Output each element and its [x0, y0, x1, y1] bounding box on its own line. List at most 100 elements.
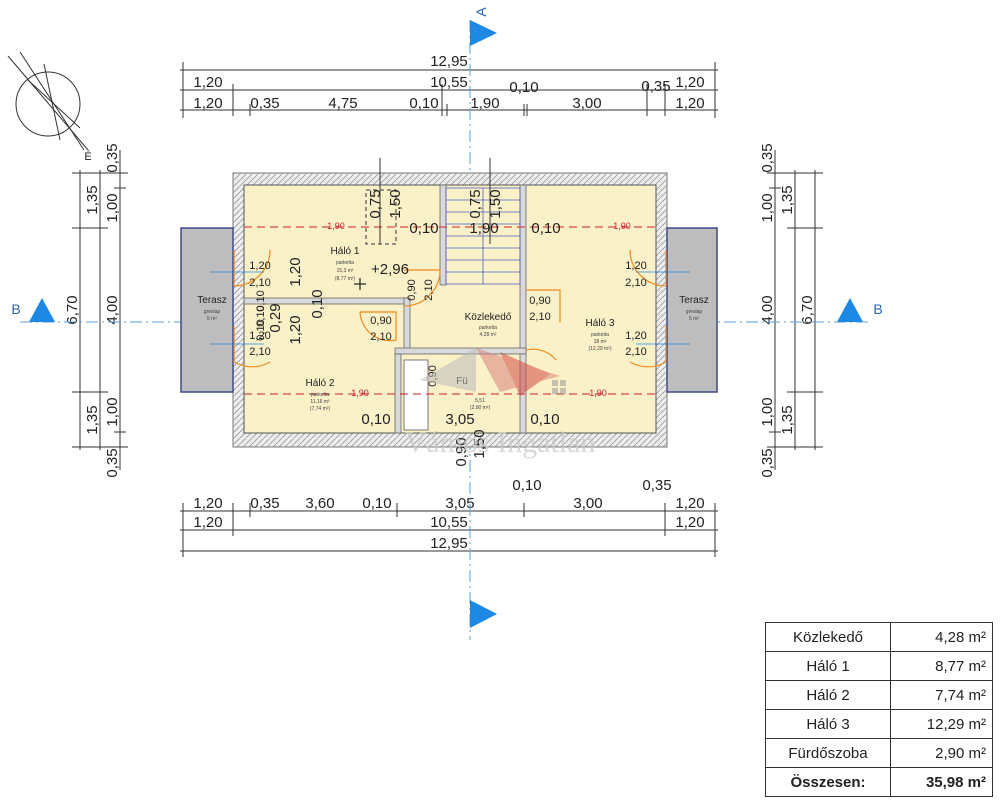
bottom-dimension-texts: 0,10 0,35 1,20 0,35 3,60 0,10 3,05 3,00 … [193, 477, 704, 552]
dim-top-r2-2: 0,10 [509, 79, 538, 96]
table-cell-name: Háló 1 [765, 651, 891, 681]
red-mark-2: 1,90 [351, 388, 369, 398]
red-dashed-lines [244, 226, 656, 395]
pl-l16: 0,90 [529, 295, 550, 307]
dim-top-r2-3: 0,35 [641, 78, 670, 95]
room-floor-halo3: parketta [591, 332, 609, 338]
dim-bot-r3-0: 1,20 [193, 514, 222, 531]
pl-l12: 0,90 [406, 279, 418, 300]
door-label-1: 2,10 [249, 277, 270, 289]
pl-l1: 0,75 [367, 189, 384, 218]
room-floor-halo1: parketta [336, 260, 354, 266]
room-area2-halo1: (8,77 m²) [335, 276, 356, 282]
dim-bot-r2-1: 0,35 [250, 495, 279, 512]
table-row: Háló 3 12,29 m² [765, 709, 993, 739]
room-name-terasz-right: Terasz [679, 295, 708, 306]
table-row-total: Összesen: 35,98 m² [765, 767, 993, 797]
dim-top-total: 12,95 [430, 53, 468, 70]
dim-bot-r2-5: 3,00 [573, 495, 602, 512]
door-label-0: 1,20 [249, 260, 270, 272]
pl-l6: 1,50 [487, 189, 504, 218]
door-label-3: 2,10 [249, 346, 270, 358]
top-dimension-lines [180, 62, 718, 118]
room-area-halo2: 11,16 m² [310, 399, 330, 405]
room-name-halo3: Háló 3 [586, 318, 615, 329]
dim-top-r2-0: 1,20 [193, 74, 222, 91]
pl-l14: 0,90 [370, 315, 391, 327]
dim-left-inner-1: 0,35 [104, 448, 121, 477]
dim-left-mid-2: 1,00 [104, 397, 121, 426]
watermark-text: Vámos Ingatlan [405, 426, 596, 459]
terrace-left [180, 227, 234, 393]
section-arrow-a-top [470, 20, 497, 46]
pl-l10: 0,10 [309, 289, 326, 318]
left-dimension-texts: 1,35 6,70 1,35 1,00 4,00 1,00 0,35 0,35 [64, 143, 121, 477]
pl-l15: 2,10 [370, 331, 391, 343]
plan-labels: 0,75 1,50 0,10 0,75 1,90 1,50 0,10 1,20 … [267, 189, 561, 466]
dim-left-mid-0: 1,00 [104, 193, 121, 222]
room-terasz-right: Terasz greslap 5 m² [679, 295, 708, 322]
dim-bot-r1-1: 0,35 [642, 477, 671, 494]
section-arrow-b-left [29, 298, 55, 322]
section-label-b-left: B [11, 301, 20, 317]
pl-l13: 2,10 [423, 279, 435, 300]
door-label-6: 1,20 [625, 330, 646, 342]
room-name-terasz-left: Terasz [197, 295, 226, 306]
level-value: +2,96 [371, 261, 409, 278]
dim-top-r3-3: 0,10 [409, 95, 438, 112]
pl-l18: 0,10 [361, 411, 390, 428]
dim-top-r3-6: 1,20 [675, 95, 704, 112]
dim-bot-r2-3: 0,10 [362, 495, 391, 512]
table-cell-name: Háló 3 [765, 709, 891, 739]
table-cell-name: Közlekedő [765, 622, 891, 652]
table-cell-value: 8,77 m² [890, 651, 993, 681]
door-label-7: 2,10 [625, 346, 646, 358]
table-cell-value: 2,90 m² [890, 738, 993, 768]
level-marker-icon [354, 278, 366, 290]
room-area-terasz-right: 5 m² [689, 316, 699, 322]
door-label-11: 0,10 [255, 305, 267, 326]
dim-bot-r3-1: 10,55 [430, 514, 468, 531]
bathtub [403, 359, 429, 431]
top-dimension-texts: 12,95 1,20 10,55 0,10 0,35 1,20 1,20 0,3… [193, 53, 704, 112]
table-cell-value: 12,29 m² [890, 709, 993, 739]
room-area-halo1: 15,3 m² [337, 268, 354, 274]
table-row: Fürdőszoba 2,90 m² [765, 738, 993, 768]
dim-left-mid-1: 4,00 [104, 295, 121, 324]
room-name-kozlekedo: Közlekedő [465, 312, 512, 323]
pl-l9: 1,20 [287, 315, 304, 344]
table-total-name: Összesen: [765, 767, 891, 797]
dim-left-inner-0: 0,35 [104, 143, 121, 172]
section-arrows [29, 20, 863, 628]
red-mark-3: 1,90 [589, 388, 607, 398]
dim-top-r3-5: 3,00 [572, 95, 601, 112]
dim-bot-total: 12,95 [430, 535, 468, 552]
dim-top-r3-4: 1,90 [470, 95, 499, 112]
table-cell-name: Háló 2 [765, 680, 891, 710]
room-terasz-left: Terasz greslap 5 m² [197, 295, 226, 322]
dim-bot-r2-4: 3,05 [445, 495, 474, 512]
dim-right-inner-1: 0,35 [759, 448, 776, 477]
room-area-kozlekedo: 4,28 m² [480, 332, 497, 338]
dim-right-outer-2: 1,35 [779, 405, 796, 434]
table-row: Közlekedő 4,28 m² [765, 622, 993, 652]
room-floor-terasz-left: greslap [204, 309, 221, 315]
dim-top-r2-1: 10,55 [430, 74, 468, 91]
dim-left-outer-2: 1,35 [84, 405, 101, 434]
pl-l11: 0,29 [267, 303, 284, 332]
dim-left-outer-1: 6,70 [64, 295, 81, 324]
pl-l19: 3,05 [445, 411, 474, 428]
section-arrow-a-bottom [470, 600, 497, 628]
dim-right-mid-2: 1,00 [759, 397, 776, 426]
dim-right-mid-1: 4,00 [759, 295, 776, 324]
terrace-right [666, 227, 718, 393]
right-dimension-texts: 1,00 4,00 1,00 1,35 6,70 1,35 0,35 0,35 [759, 143, 816, 477]
pl-l7: 0,10 [531, 220, 560, 237]
dim-right-mid-0: 1,00 [759, 193, 776, 222]
section-arrow-b-right [837, 298, 863, 322]
bottom-dimension-lines [180, 503, 718, 557]
dim-top-r3-0: 1,20 [193, 95, 222, 112]
dim-bot-r1-0: 0,10 [512, 477, 541, 494]
pl-l22: 0,90 [453, 437, 470, 466]
